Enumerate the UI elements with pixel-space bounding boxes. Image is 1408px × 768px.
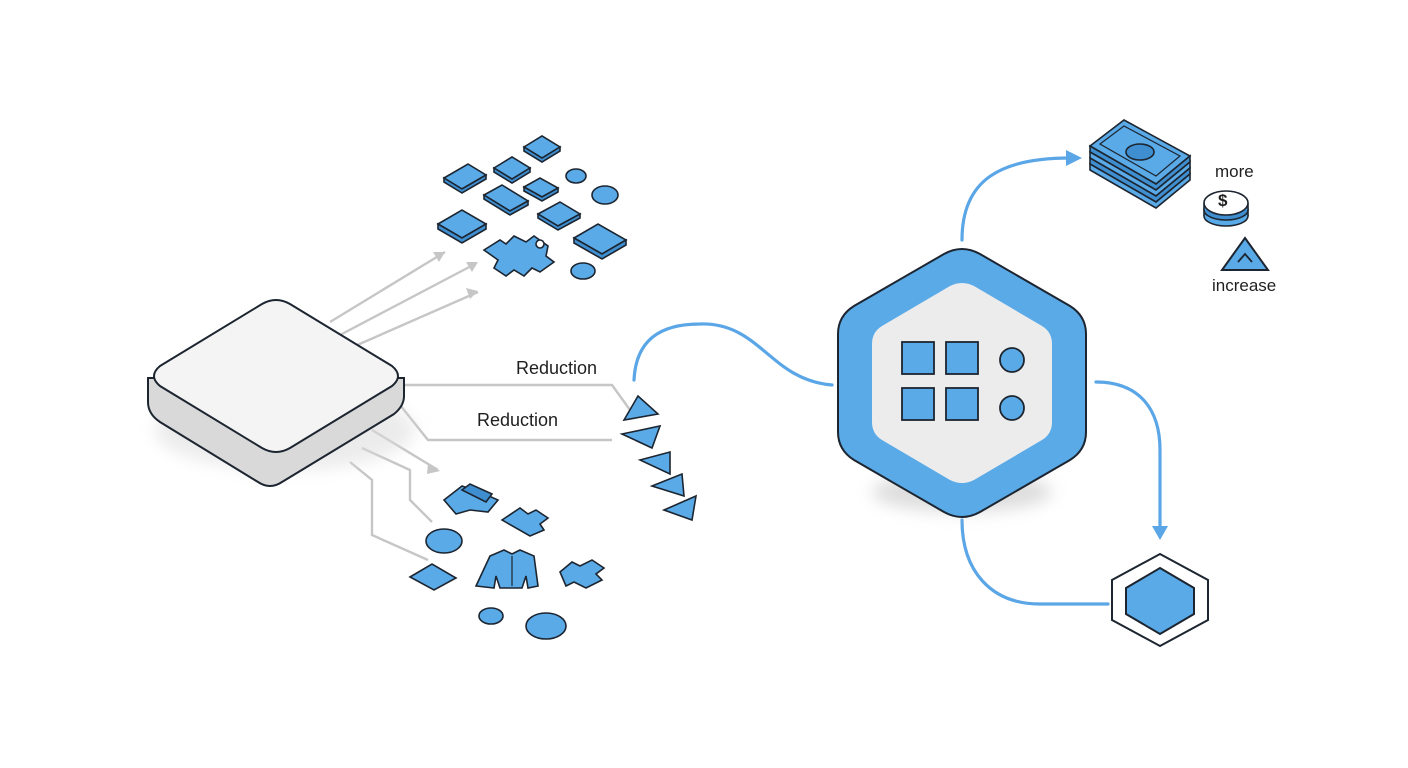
- coin-dollar-symbol: $: [1218, 191, 1228, 210]
- tile-fragment-icon: [436, 209, 488, 244]
- flow-arrowheads: [1066, 150, 1168, 540]
- connector-arrowheads: [427, 252, 478, 474]
- tile-fragment-icon: [442, 483, 500, 515]
- reduction-label-top: Reduction: [516, 358, 598, 378]
- tile-fragment-icon: [482, 184, 530, 216]
- flow-lines: [632, 156, 1162, 606]
- tile-fragment-icon: [492, 156, 532, 184]
- module-grid: [901, 341, 1025, 421]
- more-label: more: [1215, 162, 1254, 181]
- triangle-shard-icon: [649, 472, 685, 498]
- tile-fragment-icon: [536, 201, 582, 231]
- lower-fragment-cluster: [408, 483, 606, 640]
- money-stack-icon: [1088, 119, 1192, 209]
- reduction-label-bottom: Reduction: [477, 410, 559, 430]
- triangle-shards: [619, 394, 698, 522]
- circle-fragment-icon: [478, 607, 504, 625]
- triangle-shard-icon: [622, 394, 660, 422]
- circle-fragment-icon: [525, 612, 567, 640]
- small-hexagon-icon: [1111, 552, 1209, 648]
- triangle-shard-icon: [661, 494, 698, 522]
- platform-icon: [147, 299, 415, 487]
- puzzle-piece-icon: [500, 507, 550, 537]
- up-triangle-icon: [1220, 236, 1270, 271]
- shirt-fragment-icon: [474, 549, 539, 589]
- tile-fragment-icon: [408, 563, 458, 591]
- increase-label: increase: [1212, 276, 1277, 295]
- tile-fragment-icon: [572, 223, 628, 260]
- circle-fragment-icon: [570, 262, 596, 280]
- coin-stack-icon: [1203, 190, 1249, 227]
- hexagon-hub-icon: [837, 248, 1087, 518]
- puzzle-piece-icon: [559, 559, 606, 589]
- tile-fragment-icon: [442, 163, 488, 194]
- upper-fragment-cluster: [436, 135, 628, 280]
- circle-fragment-icon: [591, 185, 619, 205]
- circle-fragment-icon: [565, 168, 587, 184]
- tile-fragment-icon: [522, 135, 562, 163]
- triangle-shard-icon: [619, 424, 662, 450]
- triangle-shard-icon: [637, 450, 671, 476]
- circle-fragment-icon: [425, 528, 463, 554]
- tile-fragment-icon: [522, 177, 560, 202]
- puzzle-piece-icon: [482, 235, 556, 278]
